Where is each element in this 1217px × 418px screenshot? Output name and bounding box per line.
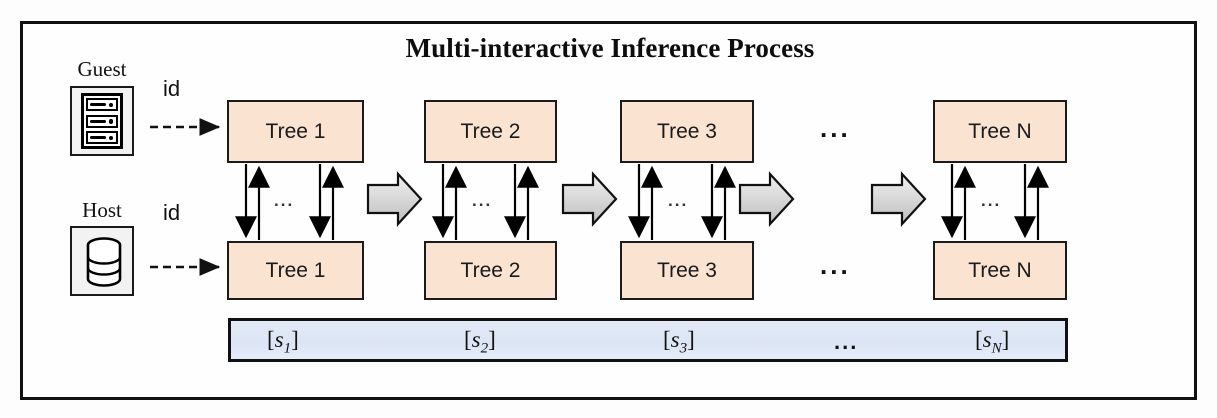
host-tree-box-2[interactable]: Tree 2: [424, 241, 557, 300]
server-bay-led: [108, 119, 113, 124]
host-tree-box-1[interactable]: Tree 1: [227, 241, 364, 300]
page-title: Multi-interactive Inference Process: [405, 33, 815, 63]
guest-label: Guest: [77, 57, 127, 81]
server-bay: [86, 131, 118, 144]
score-close-bracket-n: ]: [1001, 327, 1010, 352]
score-bar: [s1] [s2] [s3] ... [sN]: [228, 318, 1068, 362]
score-sub-2: 2: [480, 340, 489, 357]
database-cylinder-glyph: [86, 237, 122, 287]
server-rack-icon: [70, 86, 134, 156]
score-close-bracket-1: ]: [291, 327, 299, 352]
score-label-2: [s2]: [464, 327, 496, 358]
score-open-bracket-2: [: [464, 327, 472, 352]
score-bar-ellipsis: ...: [834, 329, 859, 354]
score-close-bracket-3: ]: [687, 327, 695, 352]
server-rack-body: [81, 93, 123, 149]
score-base-3: s: [670, 327, 680, 352]
score-label-3: [s3]: [663, 327, 695, 358]
score-sub-3: 3: [679, 340, 688, 357]
score-label-n: [sN]: [975, 327, 1009, 358]
server-bay: [86, 114, 118, 128]
server-bay-bar: [90, 103, 106, 106]
interaction-ellipsis-1: ...: [274, 191, 295, 210]
score-base-2: s: [471, 327, 481, 352]
guest-tree-box-1[interactable]: Tree 1: [227, 100, 364, 163]
score-sub-n: N: [991, 340, 1002, 357]
guest-tree-box-n[interactable]: Tree N: [933, 100, 1067, 163]
score-sub-1: 1: [283, 340, 292, 357]
host-id-label: id: [163, 200, 181, 225]
score-close-bracket-2: ]: [488, 327, 496, 352]
bottom-row-ellipsis: ...: [820, 250, 851, 280]
score-open-bracket-3: [: [663, 327, 671, 352]
score-base-n: s: [982, 327, 992, 352]
host-tree-box-3[interactable]: Tree 3: [620, 241, 754, 300]
interaction-ellipsis-2: ...: [472, 191, 493, 210]
guest-id-label: id: [163, 76, 181, 101]
server-bay-led: [108, 102, 113, 107]
database-cylinder-icon: [70, 226, 134, 296]
interaction-ellipsis-3: ...: [668, 191, 689, 210]
score-base-1: s: [274, 327, 284, 352]
host-tree-box-n[interactable]: Tree N: [933, 241, 1067, 300]
server-bay-bar: [90, 119, 106, 123]
server-bay-led: [108, 135, 113, 140]
score-open-bracket-1: [: [267, 327, 275, 352]
host-label: Host: [82, 198, 122, 222]
guest-tree-box-3[interactable]: Tree 3: [620, 100, 754, 163]
score-open-bracket-n: [: [975, 327, 983, 352]
guest-tree-box-2[interactable]: Tree 2: [424, 100, 557, 163]
server-bay: [86, 98, 118, 111]
score-label-1: [s1]: [267, 327, 299, 358]
interaction-ellipsis-n: ...: [981, 191, 1002, 210]
top-row-ellipsis: ...: [820, 113, 851, 143]
server-bay-bar: [90, 136, 106, 139]
